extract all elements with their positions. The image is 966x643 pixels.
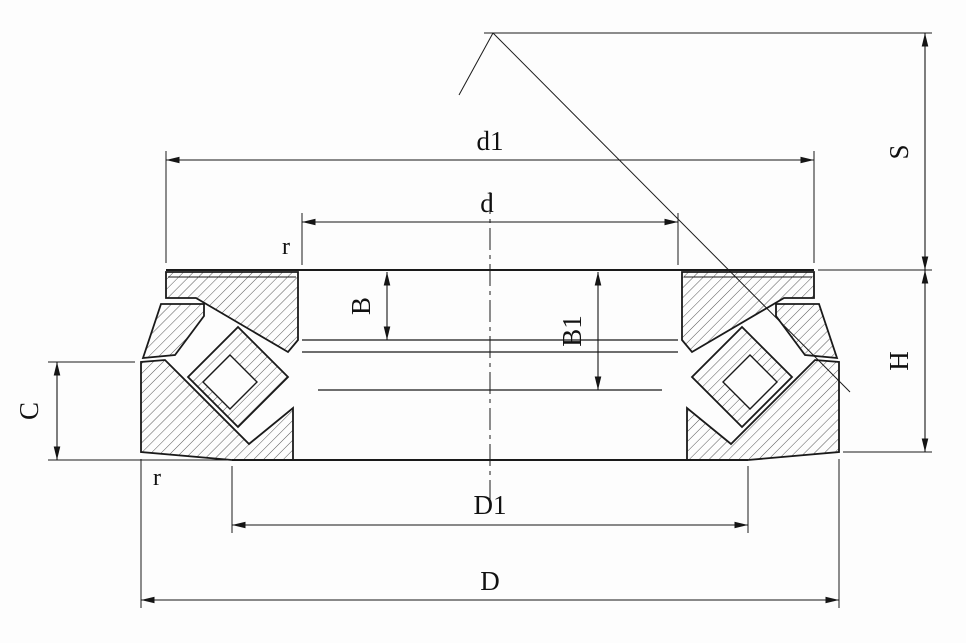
label-r-bottom: r [153, 465, 161, 491]
cage-pocket-left [202, 354, 258, 410]
label-d1dia: D1 [474, 490, 507, 520]
label-h: H [884, 351, 914, 371]
label-s: S [884, 144, 914, 159]
label-c: C [14, 402, 44, 420]
label-d1: d1 [477, 126, 504, 156]
label-b: B [346, 297, 376, 315]
shaft-washer-right-section [681, 271, 815, 354]
label-r-top: r [282, 234, 290, 260]
label-ddia: D [480, 566, 500, 596]
apex-short-construction-line [458, 32, 494, 96]
housing-washer-right-section [686, 359, 840, 461]
housing-washer-left-section [140, 359, 294, 461]
housing-washer-lip-left [141, 303, 205, 360]
shaft-washer-left-section [165, 271, 299, 354]
label-b1: B1 [557, 315, 587, 347]
housing-washer-lip-right [775, 303, 839, 360]
roller-axis-construction-line [492, 32, 851, 393]
cage-pocket-right [722, 354, 778, 410]
label-d: d [480, 188, 494, 218]
